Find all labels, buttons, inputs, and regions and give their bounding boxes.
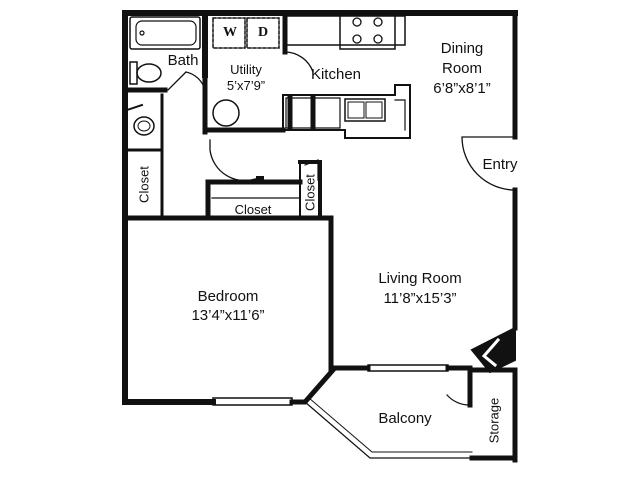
closet-center-label: Closet <box>234 202 272 217</box>
bedroom-size: 13’4”x11’6” <box>191 307 265 324</box>
bedroom-wall-bottom-right <box>289 366 337 405</box>
entry-door-swing <box>461 136 516 191</box>
storage-label: Storage <box>486 397 502 444</box>
toilet-bowl <box>136 63 162 83</box>
fireplace <box>470 326 516 374</box>
kitchen-counter-top <box>287 15 406 46</box>
bath-label: Bath <box>167 52 199 69</box>
small-closet-door <box>304 159 319 181</box>
washer-label: W <box>223 25 237 40</box>
closet-small-label: Closet <box>302 174 318 211</box>
bathtub <box>129 16 201 50</box>
bedroom-wall-left <box>122 215 216 405</box>
living-size: 11’8”x15’3” <box>383 290 457 307</box>
hall-door-swing <box>209 139 259 183</box>
water-heater <box>212 99 240 127</box>
closet-left-wall <box>123 148 164 220</box>
dining-label-line2: Room <box>441 60 482 77</box>
dryer <box>246 17 280 49</box>
bedroom-label: Bedroom <box>197 288 259 305</box>
stove <box>339 12 396 50</box>
kitchen-counter-lower <box>282 84 411 139</box>
utility-door-swing <box>284 51 314 73</box>
balcony-label: Balcony <box>378 410 432 427</box>
kitchen-sink <box>344 98 386 122</box>
bedroom-window <box>212 397 293 406</box>
balcony-slider <box>367 364 449 372</box>
balcony-rail-inner <box>308 397 473 453</box>
closet-left-label: Closet <box>136 166 152 203</box>
living-label: Living Room <box>378 270 462 287</box>
toilet-tank <box>129 61 138 85</box>
dining-size: 6’8”x8’1” <box>433 80 491 97</box>
vanity-wall <box>123 93 164 152</box>
kitchen-label: Kitchen <box>310 66 362 83</box>
dining-label-line1: Dining <box>440 40 484 57</box>
utility-size: 5’x7’9” <box>226 78 266 93</box>
small-closet-wall <box>298 160 322 220</box>
storage-door <box>446 394 471 406</box>
bathroom-sink <box>133 116 155 136</box>
bath-door-swing <box>167 71 206 91</box>
dryer-label: D <box>258 25 269 40</box>
balcony-rail <box>304 401 473 459</box>
washer <box>212 17 246 49</box>
entry-label: Entry <box>482 156 518 173</box>
utility-label: Utility <box>230 62 262 77</box>
storage-wall <box>467 367 518 463</box>
